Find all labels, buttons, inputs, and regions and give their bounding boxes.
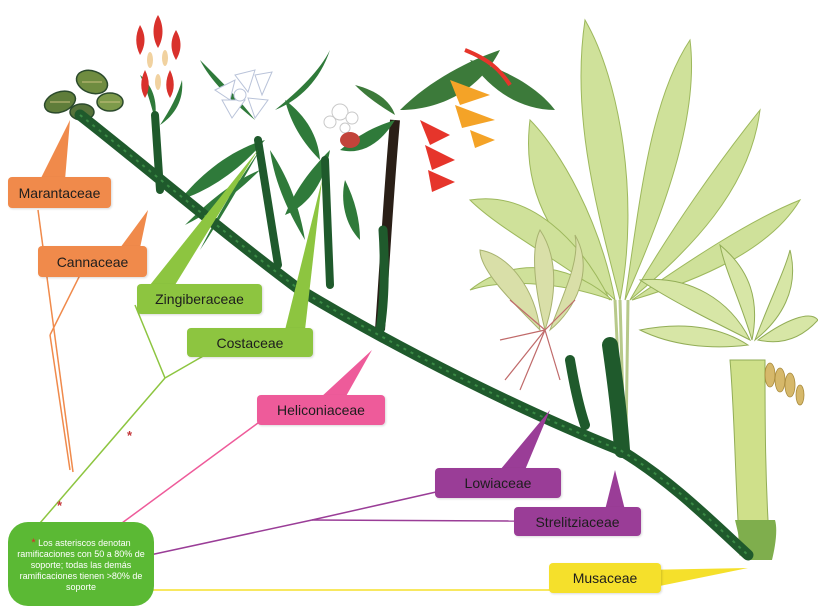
label-strelitziaceae: Strelitziaceae [514, 507, 641, 536]
label-musaceae: Musaceae [549, 563, 661, 593]
label-heliconiaceae: Heliconiaceae [257, 395, 385, 425]
label-lowiaceae: Lowiaceae [435, 468, 561, 498]
strelitziaceae-connector [312, 520, 518, 521]
banana-plant-icon [640, 245, 818, 560]
label-marantaceae: Marantaceae [8, 177, 111, 208]
cannaceae-pointer [120, 210, 148, 248]
costaceae-connector [165, 355, 205, 378]
zingiberaceae-pointer [150, 150, 258, 285]
label-zingiberaceae: Zingiberaceae [137, 284, 262, 314]
label-costaceae: Costaceae [187, 328, 313, 357]
cannaceae-flower-icon [136, 15, 182, 125]
orange-clade-line [50, 335, 70, 470]
heliconiaceae-connector [122, 420, 262, 523]
label-cannaceae: Cannaceae [38, 246, 147, 277]
zingiberaceae-connector [135, 305, 165, 378]
heliconiaceae-pointer [320, 350, 372, 398]
marantaceae-pointer [40, 120, 70, 180]
asterisk-node-orange: * [57, 498, 62, 513]
note-asterisk: * [31, 537, 35, 549]
strelitziaceae-pointer [605, 470, 625, 510]
asterisk-node-green: * [127, 428, 132, 443]
costaceae-flower-icon [285, 100, 395, 240]
note-text: Los asteriscos denotan ramificaciones co… [17, 538, 145, 592]
lowiaceae-connector [150, 492, 436, 555]
lowiaceae-pointer [500, 410, 550, 470]
support-note: * Los asteriscos denotan ramificaciones … [8, 522, 154, 606]
